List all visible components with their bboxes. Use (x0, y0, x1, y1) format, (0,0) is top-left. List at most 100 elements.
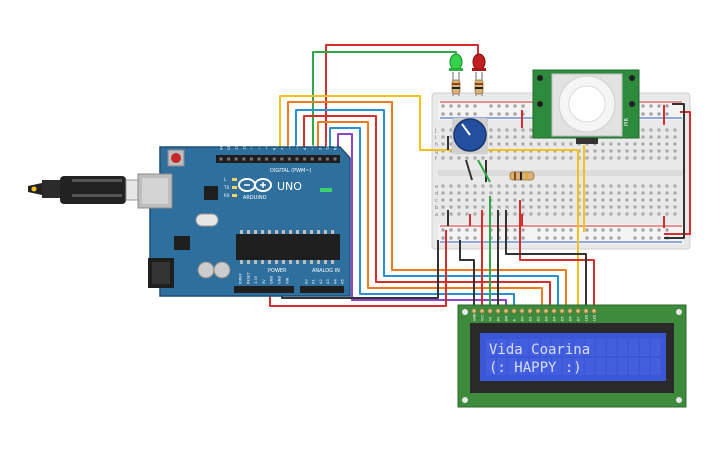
breadboard-hole[interactable] (553, 236, 557, 240)
breadboard-hole[interactable] (561, 156, 565, 160)
breadboard-hole[interactable] (641, 212, 645, 216)
breadboard-hole[interactable] (625, 191, 629, 195)
breadboard-hole[interactable] (593, 184, 597, 188)
breadboard-hole[interactable] (617, 149, 621, 153)
breadboard-hole[interactable] (497, 142, 501, 146)
breadboard-hole[interactable] (537, 236, 541, 240)
breadboard-hole[interactable] (609, 228, 613, 232)
wire-black-lcd-gnd[interactable] (459, 240, 475, 312)
breadboard-hole[interactable] (449, 198, 453, 202)
breadboard-hole[interactable] (529, 212, 533, 216)
breadboard-hole[interactable] (449, 228, 453, 232)
breadboard-hole[interactable] (665, 156, 669, 160)
lcd-pin[interactable] (559, 308, 565, 314)
breadboard-hole[interactable] (569, 228, 573, 232)
breadboard-hole[interactable] (473, 212, 477, 216)
breadboard-hole[interactable] (609, 156, 613, 160)
lcd-pin[interactable] (495, 308, 501, 314)
breadboard-hole[interactable] (497, 128, 501, 132)
breadboard-hole[interactable] (641, 191, 645, 195)
breadboard-hole[interactable] (609, 236, 613, 240)
breadboard-hole[interactable] (617, 156, 621, 160)
wire-purple[interactable] (337, 133, 507, 312)
digital-pin[interactable] (318, 157, 322, 161)
breadboard-hole[interactable] (505, 128, 509, 132)
breadboard-hole[interactable] (673, 205, 677, 209)
reset-button[interactable] (167, 149, 185, 167)
breadboard-hole[interactable] (649, 156, 653, 160)
breadboard-hole[interactable] (585, 198, 589, 202)
digital-pin[interactable] (265, 157, 269, 161)
digital-pin[interactable] (303, 157, 307, 161)
breadboard-hole[interactable] (601, 184, 605, 188)
breadboard-hole[interactable] (449, 184, 453, 188)
breadboard-hole[interactable] (441, 156, 445, 160)
breadboard-hole[interactable] (585, 156, 589, 160)
lcd-pin[interactable] (583, 308, 589, 314)
breadboard-hole[interactable] (537, 156, 541, 160)
lcd-pin[interactable] (471, 308, 477, 314)
resistor-led-green[interactable] (451, 79, 461, 95)
breadboard-hole[interactable] (593, 228, 597, 232)
breadboard-hole[interactable] (473, 198, 477, 202)
breadboard-hole[interactable] (617, 236, 621, 240)
lcd-pin[interactable] (511, 308, 517, 314)
breadboard-hole[interactable] (505, 156, 509, 160)
breadboard-hole[interactable] (457, 156, 461, 160)
breadboard-hole[interactable] (569, 191, 573, 195)
breadboard-hole[interactable] (449, 191, 453, 195)
breadboard-hole[interactable] (601, 142, 605, 146)
digital-pin[interactable] (242, 157, 246, 161)
breadboard-hole[interactable] (665, 128, 669, 132)
breadboard-hole[interactable] (529, 205, 533, 209)
breadboard-hole[interactable] (489, 156, 493, 160)
breadboard-hole[interactable] (641, 128, 645, 132)
breadboard-hole[interactable] (441, 205, 445, 209)
breadboard-hole[interactable] (465, 198, 469, 202)
breadboard-hole[interactable] (633, 212, 637, 216)
breadboard-hole[interactable] (505, 135, 509, 139)
breadboard-hole[interactable] (569, 236, 573, 240)
lcd-pin[interactable] (575, 308, 581, 314)
breadboard-hole[interactable] (585, 212, 589, 216)
breadboard-hole[interactable] (521, 128, 525, 132)
breadboard-hole[interactable] (465, 104, 469, 108)
digital-pin[interactable] (234, 157, 238, 161)
breadboard-hole[interactable] (649, 142, 653, 146)
breadboard-hole[interactable] (593, 191, 597, 195)
breadboard-hole[interactable] (545, 212, 549, 216)
breadboard-hole[interactable] (585, 236, 589, 240)
breadboard-hole[interactable] (657, 112, 661, 116)
breadboard-hole[interactable] (441, 191, 445, 195)
breadboard-hole[interactable] (513, 128, 517, 132)
breadboard-hole[interactable] (545, 228, 549, 232)
breadboard-hole[interactable] (553, 205, 557, 209)
resistor-pir[interactable] (509, 171, 535, 181)
breadboard-hole[interactable] (521, 236, 525, 240)
breadboard-hole[interactable] (537, 142, 541, 146)
lcd-pin[interactable] (519, 308, 525, 314)
breadboard-hole[interactable] (561, 198, 565, 202)
breadboard-hole[interactable] (657, 191, 661, 195)
breadboard-hole[interactable] (673, 149, 677, 153)
breadboard-hole[interactable] (441, 212, 445, 216)
breadboard-hole[interactable] (649, 212, 653, 216)
digital-pin[interactable] (295, 157, 299, 161)
breadboard-hole[interactable] (465, 112, 469, 116)
breadboard-hole[interactable] (593, 212, 597, 216)
breadboard-hole[interactable] (497, 156, 501, 160)
breadboard-hole[interactable] (601, 205, 605, 209)
breadboard-hole[interactable] (489, 104, 493, 108)
breadboard-hole[interactable] (449, 142, 453, 146)
wire-red-2[interactable] (303, 115, 551, 312)
breadboard-hole[interactable] (457, 198, 461, 202)
breadboard-hole[interactable] (657, 236, 661, 240)
breadboard-hole[interactable] (529, 156, 533, 160)
digital-pin[interactable] (287, 157, 291, 161)
breadboard-hole[interactable] (473, 228, 477, 232)
breadboard-hole[interactable] (457, 104, 461, 108)
breadboard-hole[interactable] (617, 228, 621, 232)
breadboard-hole[interactable] (641, 184, 645, 188)
